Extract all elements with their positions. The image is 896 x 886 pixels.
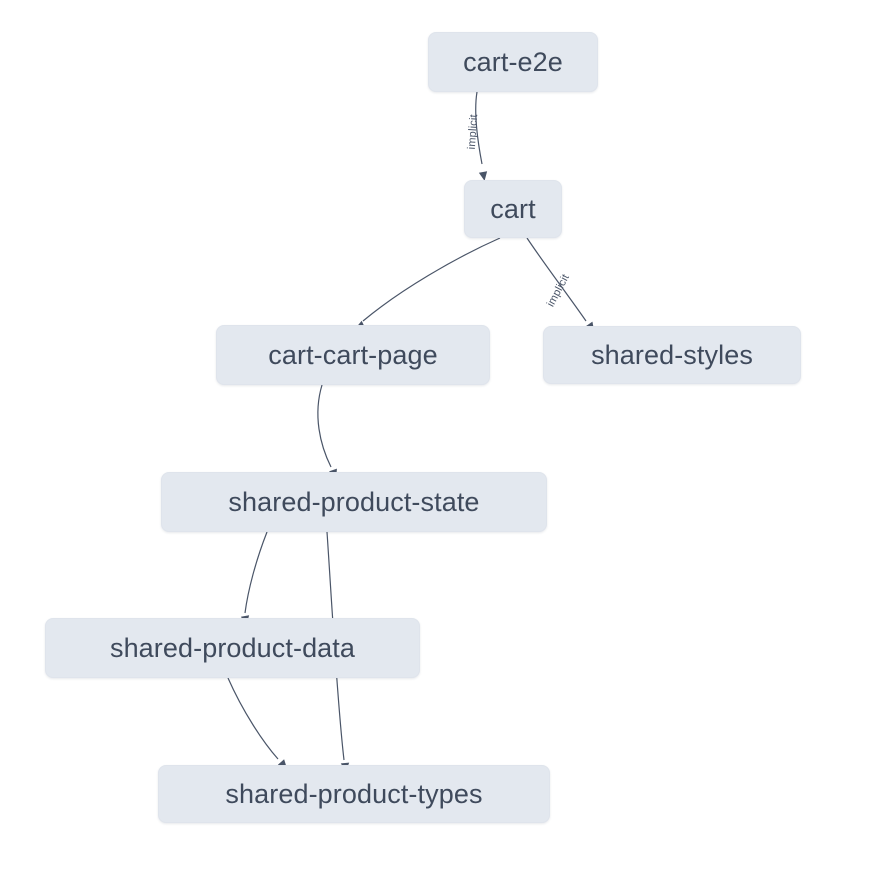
graph-node-shared-styles[interactable]: shared-styles [543, 326, 801, 384]
graph-node-shared-product-data[interactable]: shared-product-data [45, 618, 420, 678]
graph-edge-cart-cart-page--shared-product-state [317, 384, 332, 468]
graph-edge-shared-product-data--shared-product-types [227, 677, 279, 760]
graph-node-label: shared-styles [591, 339, 753, 370]
graph-node-shared-product-types[interactable]: shared-product-types [158, 765, 550, 823]
graph-edge-label: implicit [545, 272, 572, 309]
graph-edge-cart--shared-styles [526, 237, 587, 322]
graph-node-label: cart-e2e [463, 46, 563, 77]
graph-edge-cart-e2e--cart [475, 91, 483, 165]
graph-edge-label: implicit [466, 114, 480, 150]
graph-edge-shared-product-state--shared-product-data [244, 531, 268, 614]
graph-node-label: cart-cart-page [268, 339, 438, 370]
graph-node-label: cart [490, 193, 536, 224]
graph-node-shared-product-state[interactable]: shared-product-state [161, 472, 547, 532]
graph-edge-cart--cart-cart-page [362, 237, 501, 322]
graph-node-cart-cart-page[interactable]: cart-cart-page [216, 325, 490, 385]
graph-node-label: shared-product-state [228, 486, 480, 517]
graph-node-cart-e2e[interactable]: cart-e2e [428, 32, 598, 92]
graph-node-label: shared-product-data [109, 632, 356, 663]
graph-node-label: shared-product-types [225, 778, 483, 809]
graph-node-cart[interactable]: cart [464, 180, 562, 238]
